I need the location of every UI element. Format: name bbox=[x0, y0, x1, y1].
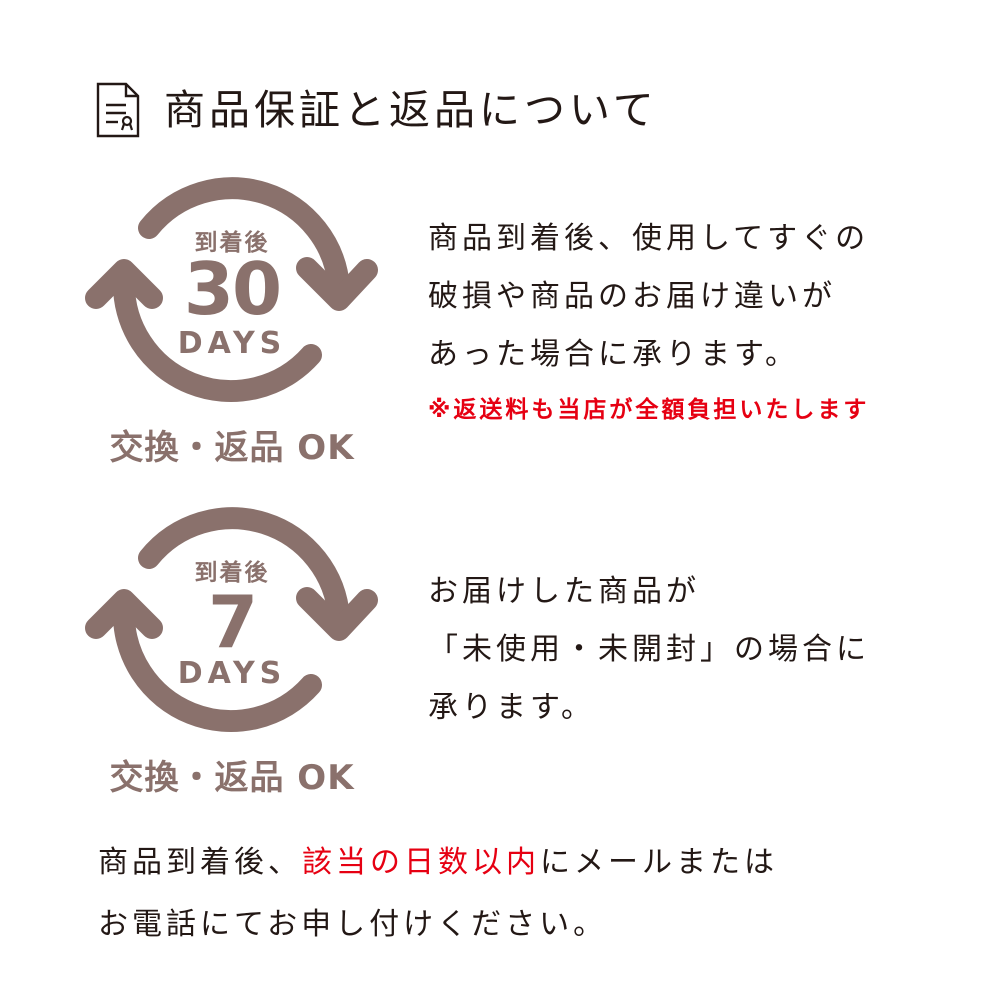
badge-30-days: 到着後 30 DAYS 交換・返品 OK bbox=[82, 168, 382, 468]
badge-7-days: 到着後 7 DAYS 交換・返品 OK bbox=[82, 498, 382, 798]
description-line: 破損や商品のお届け違いが bbox=[428, 279, 836, 314]
deadline-highlight: 該当の日数以内 bbox=[302, 845, 540, 880]
refresh-cycle-icon bbox=[85, 507, 378, 732]
document-certificate-icon bbox=[96, 82, 140, 138]
footer-line-1: 商品到着後、該当の日数以内にメールまたは bbox=[98, 832, 778, 894]
description-line: 「未使用・未開封」の場合に bbox=[428, 632, 870, 667]
badge-top-label: 到着後 bbox=[194, 560, 270, 586]
badge-top-label: 到着後 bbox=[194, 230, 270, 256]
page-title: 商品保証と返品について bbox=[164, 85, 658, 134]
return-shipping-note: ※返送料も当店が全額負担いたします bbox=[428, 397, 870, 423]
description-line: 承ります。 bbox=[428, 690, 595, 725]
refresh-cycle-icon bbox=[85, 177, 378, 402]
badge-caption: 交換・返品 OK bbox=[109, 758, 355, 798]
description-line: あった場合に承ります。 bbox=[428, 337, 799, 372]
badge-number: 30 bbox=[183, 247, 282, 331]
description-line: 商品到着後、使用してすぐの bbox=[428, 221, 870, 256]
page-header: 商品保証と返品について bbox=[96, 80, 658, 140]
description-line: お届けした商品が bbox=[428, 574, 700, 609]
footer-suffix: にメールまたは bbox=[540, 845, 778, 880]
badge-number: 7 bbox=[207, 580, 258, 664]
section-7-description: お届けした商品が 「未使用・未開封」の場合に 承ります。 bbox=[428, 563, 870, 737]
contact-instructions: 商品到着後、該当の日数以内にメールまたは お電話にてお申し付けください。 bbox=[98, 832, 778, 956]
section-30-description: 商品到着後、使用してすぐの 破損や商品のお届け違いが あった場合に承ります。 bbox=[428, 210, 869, 384]
badge-caption: 交換・返品 OK bbox=[109, 428, 355, 468]
badge-unit: DAYS bbox=[177, 656, 287, 691]
badge-unit: DAYS bbox=[177, 326, 287, 361]
footer-line-2: お電話にてお申し付けください。 bbox=[98, 907, 608, 942]
footer-prefix: 商品到着後、 bbox=[98, 845, 302, 880]
